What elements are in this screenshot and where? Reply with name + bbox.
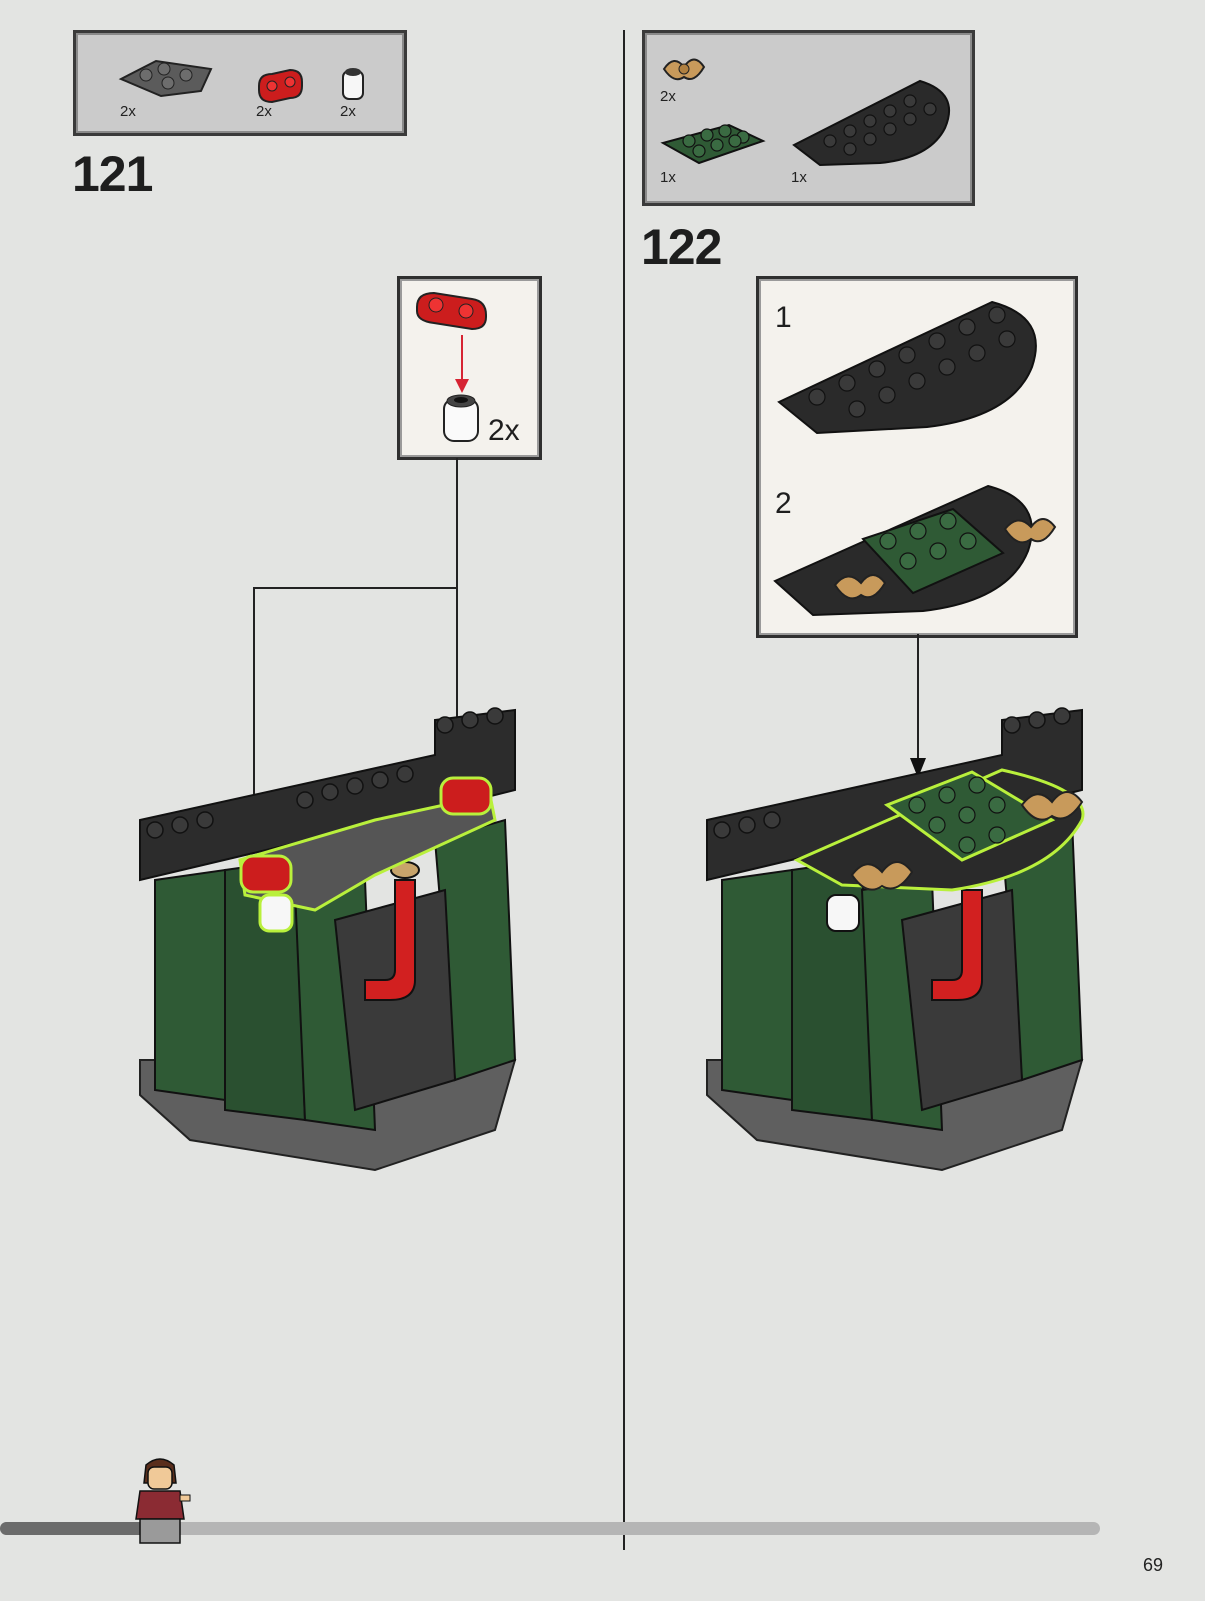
progress-bar-fill — [0, 1522, 150, 1535]
red-plate-icon — [414, 289, 494, 339]
part-qty: 1x — [660, 169, 676, 186]
part-qty: 2x — [120, 103, 136, 120]
minifigure-icon — [132, 1455, 192, 1545]
arrow-down-icon — [452, 335, 472, 395]
red-plate-icon — [256, 68, 306, 108]
part-qty: 1x — [791, 169, 807, 186]
trans-clear-round-brick-icon — [338, 63, 368, 103]
model-step-121 — [135, 700, 535, 1180]
part-qty: 2x — [660, 88, 676, 105]
part-qty: 2x — [340, 103, 356, 120]
step-number-122: 122 — [641, 218, 721, 276]
callout-qty: 2x — [488, 414, 520, 448]
assembled-plate-icon — [773, 481, 1063, 621]
callout-step-122: 1 2 — [756, 276, 1078, 638]
trans-clear-round-brick-icon — [438, 389, 488, 449]
black-half-round-plate-icon — [790, 73, 960, 163]
page-number: 69 — [1143, 1555, 1163, 1576]
tan-leaf-icon — [659, 49, 709, 89]
dark-green-plate-icon — [659, 113, 769, 173]
parts-list-step-121: 2x 2x 2x — [73, 30, 407, 136]
part-qty: 2x — [256, 103, 272, 120]
black-half-round-plate-icon — [777, 297, 1047, 437]
parts-list-step-122: 2x 1x 1x — [642, 30, 975, 206]
column-divider — [623, 30, 625, 1550]
dark-gray-wedge-plate-icon — [116, 51, 216, 101]
model-step-122 — [702, 700, 1102, 1180]
callout-step-121: 2x — [397, 276, 542, 460]
step-number-121: 121 — [72, 145, 152, 203]
